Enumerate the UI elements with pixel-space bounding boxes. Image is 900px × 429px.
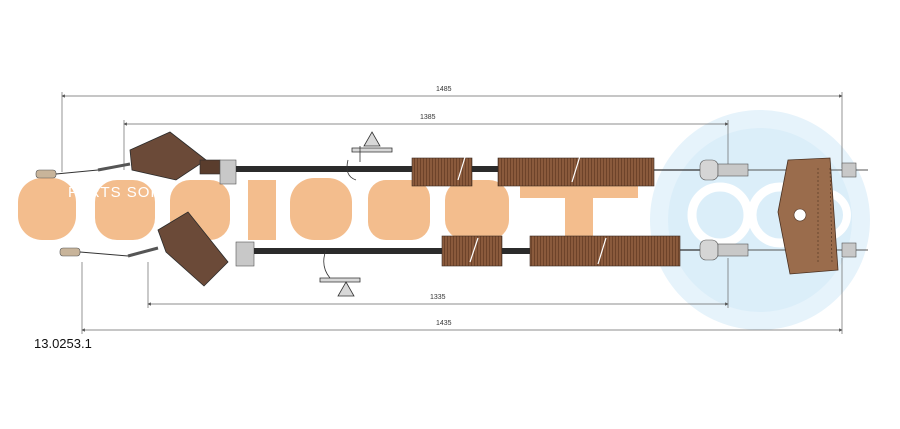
lower-cable-sleeve-1 [441, 235, 503, 267]
upper-cable-sleeve-2 [497, 157, 655, 187]
dimension-lines [61, 92, 843, 334]
upper-cable-end-fitting [35, 169, 57, 179]
dimension-top-outer: 1485 [436, 86, 452, 93]
upper-cable-bracket [129, 131, 207, 181]
lower-mounting-clip [319, 249, 361, 297]
lower-cable-end-fitting [59, 247, 81, 257]
lower-cable [59, 211, 868, 287]
lower-cable-end-eye [717, 243, 749, 257]
dimension-bottom-inner: 1335 [430, 294, 446, 301]
lower-cable-ferrule [235, 241, 255, 267]
upper-mounting-clip [346, 131, 393, 181]
lower-cable-bracket [157, 211, 229, 287]
dimension-bottom-outer: 1435 [436, 320, 452, 327]
upper-cable-end-eye [717, 163, 749, 177]
dimension-top-inner: 1385 [420, 114, 436, 121]
overlay-watermark-text: PARTS SOFT [68, 184, 171, 201]
rear-bracket-plate [777, 157, 857, 275]
upper-cable [35, 131, 868, 187]
upper-cable-ferrule [219, 159, 237, 185]
upper-cable-sleeve-1 [411, 157, 473, 187]
brand-wordmark-watermark [18, 178, 638, 240]
brand-logo-circle [650, 110, 870, 330]
part-number: 13.0253.1 [34, 336, 92, 351]
